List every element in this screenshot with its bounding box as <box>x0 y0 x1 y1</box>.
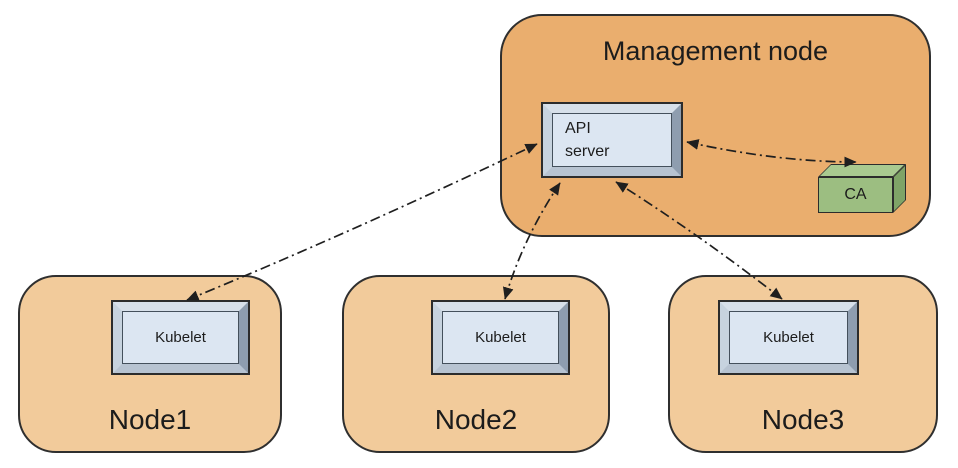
ca-front-face: CA <box>818 177 893 213</box>
node2-kubelet-label: Kubelet <box>475 329 526 346</box>
management-node-label: Management node <box>602 36 829 66</box>
node1-kubelet-label: Kubelet <box>155 329 206 346</box>
api-server-label: API server <box>565 120 610 160</box>
node2-kubelet-face: Kubelet <box>442 311 559 364</box>
node1-kubelet-box: Kubelet <box>113 302 248 373</box>
node1-kubelet-face: Kubelet <box>122 311 239 364</box>
node3-label: Node3 <box>761 404 845 435</box>
node2-kubelet-box: Kubelet <box>433 302 568 373</box>
node2-label: Node2 <box>434 404 518 435</box>
node3-kubelet-box: Kubelet <box>720 302 857 373</box>
ca-box: CA <box>818 164 907 214</box>
api-server-face: API server <box>552 113 672 167</box>
ca-label: CA <box>844 186 867 203</box>
node1-label: Node1 <box>108 404 192 435</box>
node3-kubelet-label: Kubelet <box>763 329 814 346</box>
api-server-box: API server <box>543 104 681 176</box>
node3-kubelet-face: Kubelet <box>729 311 848 364</box>
ca-top-face <box>818 164 906 177</box>
